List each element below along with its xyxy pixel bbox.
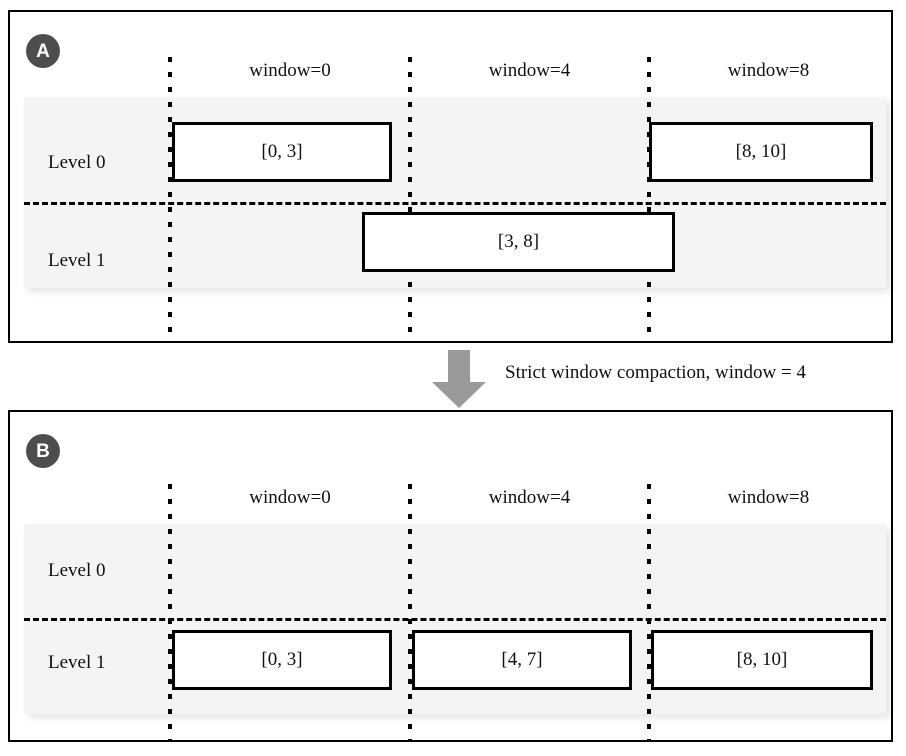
panel-b-run-box-0: [0, 3] (172, 630, 392, 690)
panel-b: B window=0 window=4 window=8 Level 0 Lev… (8, 410, 893, 742)
panel-b-run-box-2: [8, 10] (651, 630, 873, 690)
panel-b-level-label-1: Level 1 (48, 652, 106, 673)
panel-a-window-boundary-2 (647, 57, 651, 333)
panel-a-run-box-2: [3, 8] (362, 212, 675, 272)
panel-a-window-boundary-1 (408, 57, 412, 333)
transition-caption: Strict window compaction, window = 4 (505, 362, 806, 383)
panel-a: A window=0 window=4 window=8 Level 0 Lev… (8, 10, 893, 343)
panel-b-level-divider (24, 618, 886, 621)
panel-b-window-boundary-1 (408, 484, 412, 742)
panel-a-level-label-1: Level 1 (48, 250, 106, 271)
panel-b-run-box-1: [4, 7] (412, 630, 632, 690)
panel-b-window-label-1: window=4 (488, 487, 571, 508)
panel-b-badge: B (26, 434, 60, 468)
panel-a-run-box-1: [8, 10] (649, 122, 873, 182)
panel-b-window-boundary-0 (168, 484, 172, 742)
transition-arrow-icon (428, 350, 490, 408)
panel-a-window-label-1: window=4 (488, 60, 571, 81)
panel-b-window-boundary-2 (647, 484, 651, 742)
panel-b-window-label-2: window=8 (727, 487, 810, 508)
panel-a-badge: A (26, 34, 60, 68)
panel-b-window-label-0: window=0 (249, 487, 331, 508)
panel-a-window-boundary-0 (168, 57, 172, 333)
panel-a-run-box-0: [0, 3] (172, 122, 392, 182)
panel-a-window-label-0: window=0 (249, 60, 331, 81)
panel-a-level-label-0: Level 0 (48, 152, 106, 173)
panel-b-level-label-0: Level 0 (48, 560, 106, 581)
panel-a-level-divider (24, 202, 886, 205)
panel-a-window-label-2: window=8 (727, 60, 810, 81)
